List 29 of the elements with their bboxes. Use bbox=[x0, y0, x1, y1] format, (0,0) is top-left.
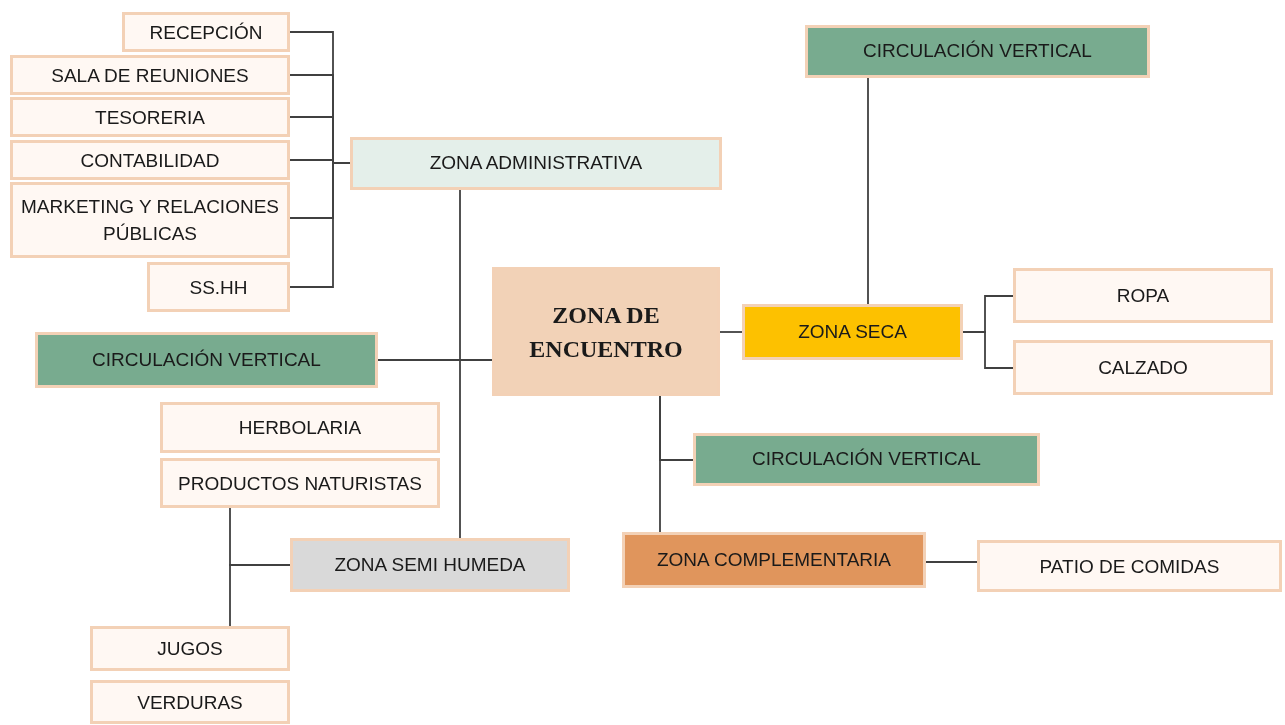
room-box: ROPA bbox=[1013, 268, 1273, 323]
connector-line bbox=[719, 331, 743, 333]
connector-line bbox=[229, 564, 291, 627]
zone-box: ZONA ADMINISTRATIVA bbox=[350, 137, 722, 190]
room-box: CONTABILIDAD bbox=[10, 140, 290, 180]
room-box: SS.HH bbox=[147, 262, 290, 312]
zone-box: ZONA COMPLEMENTARIA bbox=[622, 532, 926, 588]
connector-line bbox=[289, 162, 351, 288]
zone-box: ZONA SECA bbox=[742, 304, 963, 360]
room-box: RECEPCIÓN bbox=[122, 12, 290, 52]
room-box: PATIO DE COMIDAS bbox=[977, 540, 1282, 592]
zone-box: ZONA SEMI HUMEDA bbox=[290, 538, 570, 592]
circulation-box: CIRCULACIÓN VERTICAL bbox=[693, 433, 1040, 486]
room-box: MARKETING Y RELACIONES PÚBLICAS bbox=[10, 182, 290, 258]
circulation-box: CIRCULACIÓN VERTICAL bbox=[35, 332, 378, 388]
connector-line bbox=[925, 561, 978, 563]
room-box: VERDURAS bbox=[90, 680, 290, 724]
connector-line bbox=[459, 359, 493, 539]
room-box: CALZADO bbox=[1013, 340, 1273, 395]
room-box: TESORERIA bbox=[10, 97, 290, 137]
connector-line bbox=[962, 331, 1014, 369]
room-box: SALA DE REUNIONES bbox=[10, 55, 290, 95]
central-zone-box: ZONA DE ENCUENTRO bbox=[492, 267, 720, 396]
connector-line bbox=[867, 77, 869, 305]
room-box: PRODUCTOS NATURISTAS bbox=[160, 458, 440, 508]
room-box: JUGOS bbox=[90, 626, 290, 671]
circulation-box: CIRCULACIÓN VERTICAL bbox=[805, 25, 1150, 78]
connector-line bbox=[659, 395, 661, 533]
room-box: HERBOLARIA bbox=[160, 402, 440, 453]
